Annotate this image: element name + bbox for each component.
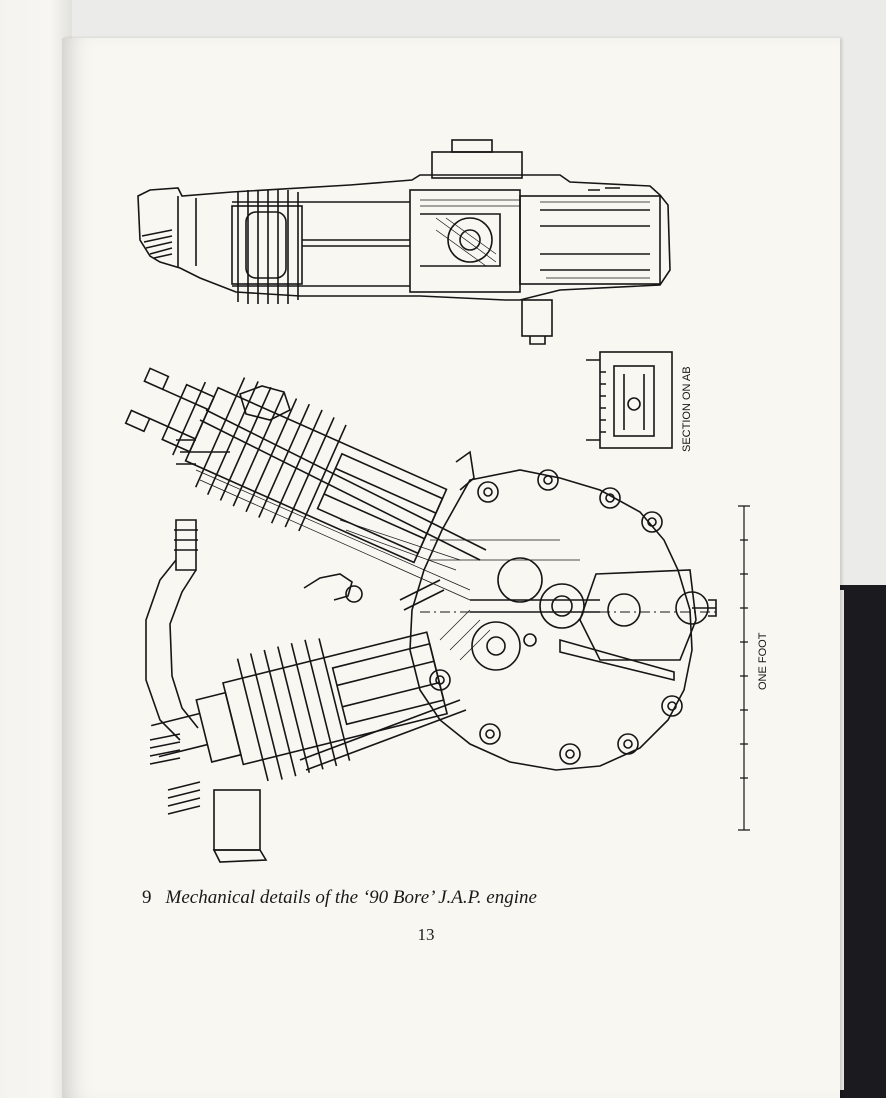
figure-number: 9	[142, 887, 152, 908]
scale-label: ONE FOOT	[757, 632, 769, 690]
page-number: 13	[417, 925, 435, 944]
figure-caption: 9 Mechanical details of the ‘90 Bore’ J.A…	[142, 887, 702, 909]
figure-caption-text: Mechanical details of the ‘90 Bore’ J.A.…	[165, 887, 537, 908]
section-ab-label: SECTION ON AB	[681, 366, 693, 452]
scale-bar	[738, 505, 750, 831]
v-twin-section-drawing	[124, 367, 717, 863]
section-ab-drawing	[586, 351, 673, 449]
left-page	[0, 0, 72, 1098]
top-elevation-drawing	[137, 139, 671, 345]
page-block-edge	[836, 590, 844, 1090]
